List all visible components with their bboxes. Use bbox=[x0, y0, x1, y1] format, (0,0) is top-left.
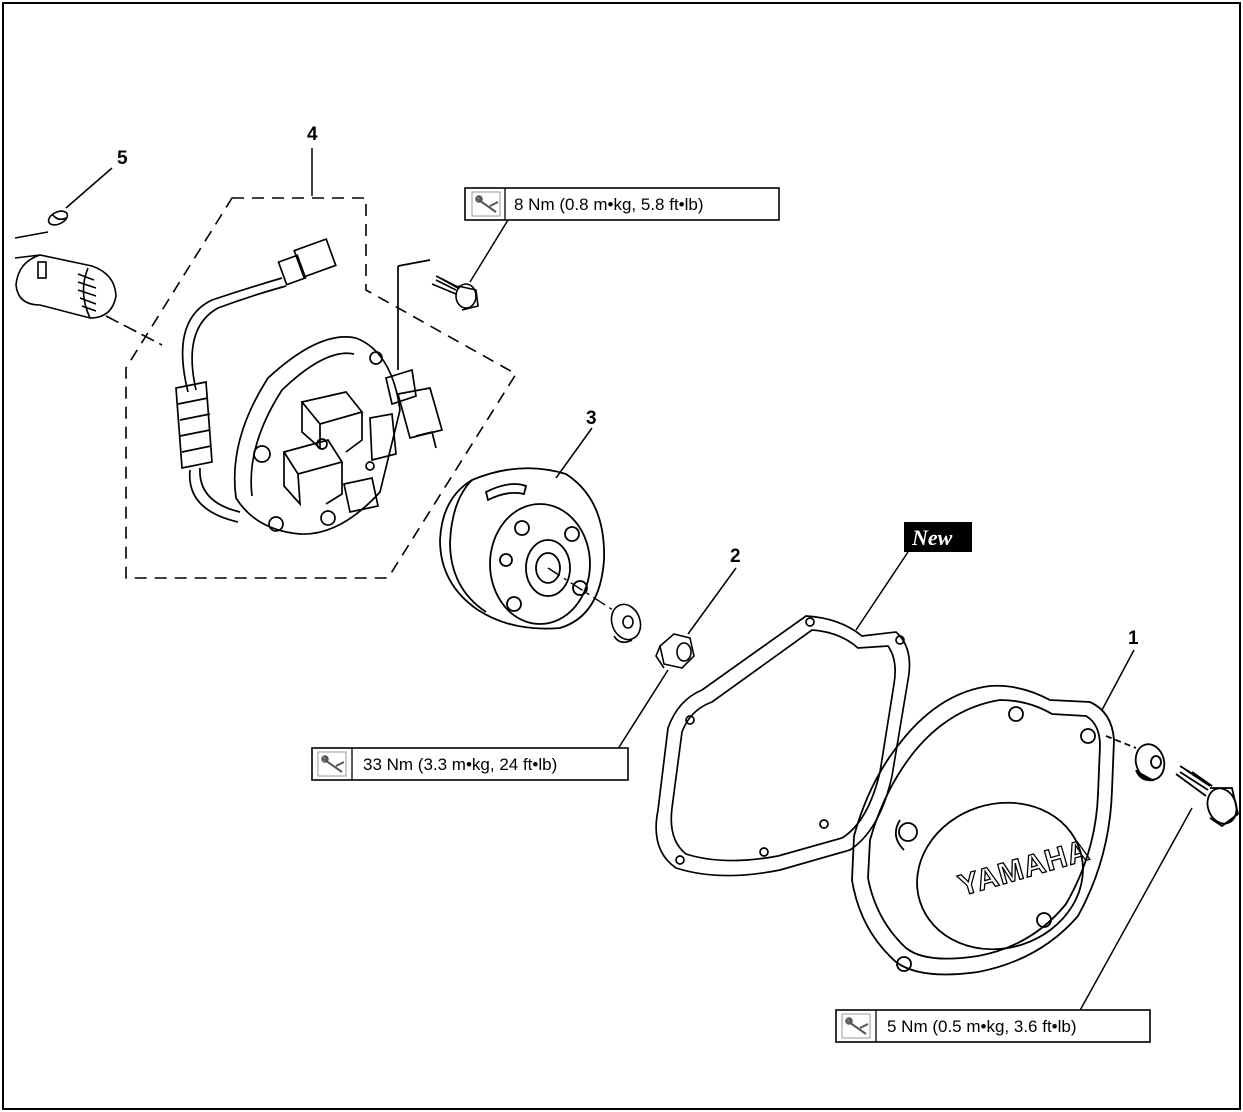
torque-spec-rotor-nut: 33 Nm (3.3 m•kg, 24 ft•lb) bbox=[311, 747, 629, 781]
callout-part2: 2 bbox=[730, 546, 741, 567]
callout-part5: 5 bbox=[117, 148, 128, 169]
cover-washer bbox=[1105, 735, 1166, 782]
torque-value-cover-bolt: 5 Nm (0.5 m•kg, 3.6 ft•lb) bbox=[887, 1017, 1077, 1036]
woodruff-key bbox=[47, 210, 69, 226]
torque-wrench-icon bbox=[471, 191, 501, 217]
torque-wrench-icon bbox=[317, 751, 347, 777]
torque-value-rotor-nut: 33 Nm (3.3 m•kg, 24 ft•lb) bbox=[363, 755, 557, 774]
leader-cover-bolt-torque bbox=[1077, 807, 1193, 1015]
new-part-badge: New bbox=[904, 522, 972, 552]
torque-wrench-icon bbox=[841, 1013, 871, 1039]
leader-part2 bbox=[687, 567, 737, 635]
callout-part4: 4 bbox=[307, 124, 318, 145]
callout-part1: 1 bbox=[1128, 628, 1139, 649]
stator-bolt bbox=[431, 275, 479, 311]
leader-part5 bbox=[65, 167, 113, 209]
new-badge-text: New bbox=[911, 525, 953, 550]
leader-new-gasket bbox=[855, 551, 909, 631]
leader-stator-bolt-torque bbox=[469, 219, 509, 283]
torque-value-stator-bolt: 8 Nm (0.8 m•kg, 5.8 ft•lb) bbox=[514, 195, 704, 214]
leader-part1 bbox=[1101, 649, 1135, 711]
cover-bolt bbox=[1175, 765, 1240, 828]
crankshaft-end bbox=[14, 231, 163, 346]
torque-spec-stator-bolt: 8 Nm (0.8 m•kg, 5.8 ft•lb) bbox=[464, 187, 780, 221]
center-axis-line bbox=[547, 567, 617, 613]
rotor-washer bbox=[610, 603, 642, 644]
torque-spec-cover-bolt: 5 Nm (0.5 m•kg, 3.6 ft•lb) bbox=[835, 1009, 1151, 1043]
rotor bbox=[439, 467, 605, 630]
stator-assembly-boundary bbox=[125, 197, 518, 579]
callout-part3: 3 bbox=[586, 408, 597, 429]
crankcase-cover bbox=[851, 684, 1115, 976]
rotor-nut bbox=[655, 633, 695, 669]
cover-gasket bbox=[655, 615, 911, 877]
leader-part3 bbox=[555, 427, 593, 479]
leader-rotor-nut-torque bbox=[615, 669, 669, 753]
stator-plate bbox=[175, 237, 444, 535]
